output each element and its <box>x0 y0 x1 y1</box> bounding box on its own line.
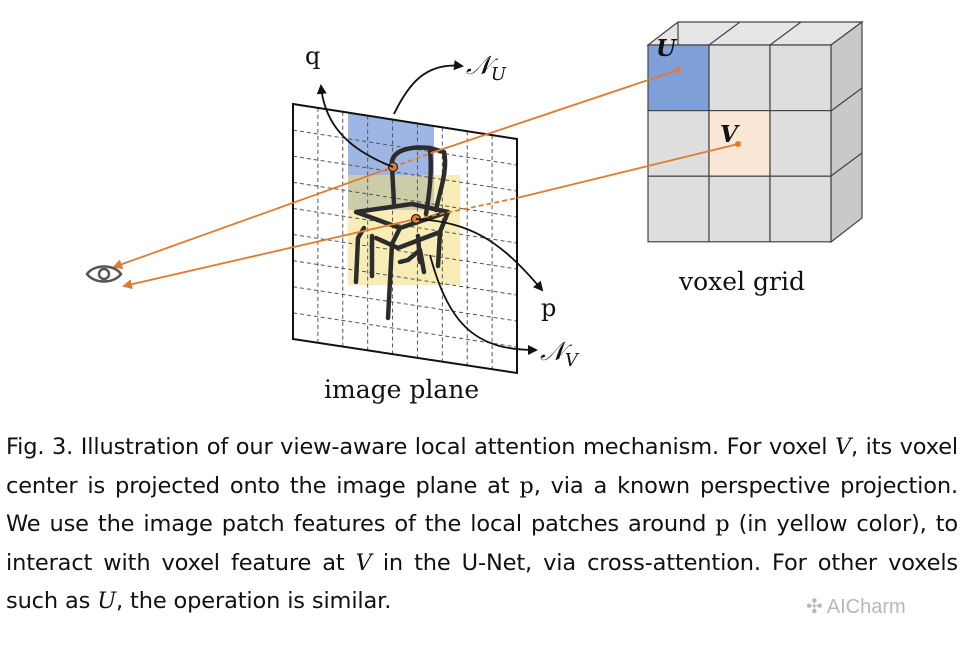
annotation-arrows <box>316 60 544 355</box>
caption-text-1: Illustration of our view-aware local att… <box>73 434 835 460</box>
caption-prefix: Fig. 3. <box>6 434 74 460</box>
voxel-cell <box>769 44 832 112</box>
caption-math-p: p <box>519 472 534 499</box>
voxel-cell-u <box>647 44 710 112</box>
projection-rays <box>112 67 741 290</box>
nu-label: 𝒩U <box>466 51 507 85</box>
image-plane-label: image plane <box>324 375 479 404</box>
caption-math-v: V <box>834 434 852 460</box>
arrow-to-q <box>316 84 394 168</box>
arrow-to-nu <box>393 60 464 115</box>
q-label: q <box>305 42 320 70</box>
ray-v-to-eye <box>122 218 417 290</box>
arrow-to-nv <box>429 254 538 355</box>
figure-caption: Fig. 3. Illustration of our view-aware l… <box>6 428 958 621</box>
ray-u-to-eye <box>112 166 394 270</box>
voxel-u-label: U <box>656 35 678 62</box>
voxel-v-label: V <box>720 121 740 148</box>
nv-subscript: V <box>565 350 580 371</box>
caption-text-6: , the operation is similar. <box>116 588 392 614</box>
caption-text-5: in the U-Net, via cross-attention. For o… <box>6 549 959 615</box>
voxel-cell <box>708 175 771 243</box>
wechat-icon: ✣ <box>806 596 823 618</box>
eye-icon <box>85 265 123 283</box>
caption-text-2: , its voxel center is projected onto the… <box>6 434 958 499</box>
voxel-grid: U V <box>646 20 864 244</box>
ray-v-dashed <box>415 197 518 220</box>
watermark-text: AICharm <box>826 596 906 618</box>
voxel-cell <box>647 109 710 177</box>
caption-math-v-2: V <box>355 549 372 576</box>
caption-text-3: , via a known perspective projection. We… <box>6 472 958 538</box>
nu-subscript: U <box>491 64 507 85</box>
voxel-grid-front-face <box>647 44 832 243</box>
caption-text-4: (in yellow color), to interact with voxe… <box>6 511 958 576</box>
figure-illustration: U V q p 𝒩U 𝒩V voxel grid image plane <box>85 20 864 404</box>
watermark: ✣AICharm <box>806 594 906 619</box>
voxel-grid-top-face <box>646 21 864 46</box>
ray-u-solid-to-voxel <box>433 69 679 153</box>
voxel-u-center-dot <box>675 67 681 73</box>
voxel-cell <box>708 44 771 112</box>
chair-sketch <box>353 145 451 321</box>
caption-math-p-2: p <box>715 511 730 537</box>
ray-u-dashed <box>392 151 435 168</box>
voxel-cell <box>647 175 710 243</box>
image-plane <box>292 102 518 375</box>
ray-v-solid-to-voxel <box>516 143 739 199</box>
voxel-cell <box>769 175 832 243</box>
voxel-grid-label: voxel grid <box>678 267 805 296</box>
caption-math-u: U <box>97 588 117 614</box>
voxel-cell <box>769 109 832 177</box>
arrow-to-p <box>415 218 544 292</box>
p-label: p <box>541 294 556 322</box>
nv-label: 𝒩V <box>540 337 580 371</box>
voxel-v-center-dot <box>735 141 741 147</box>
voxel-grid-side-face <box>830 20 863 244</box>
